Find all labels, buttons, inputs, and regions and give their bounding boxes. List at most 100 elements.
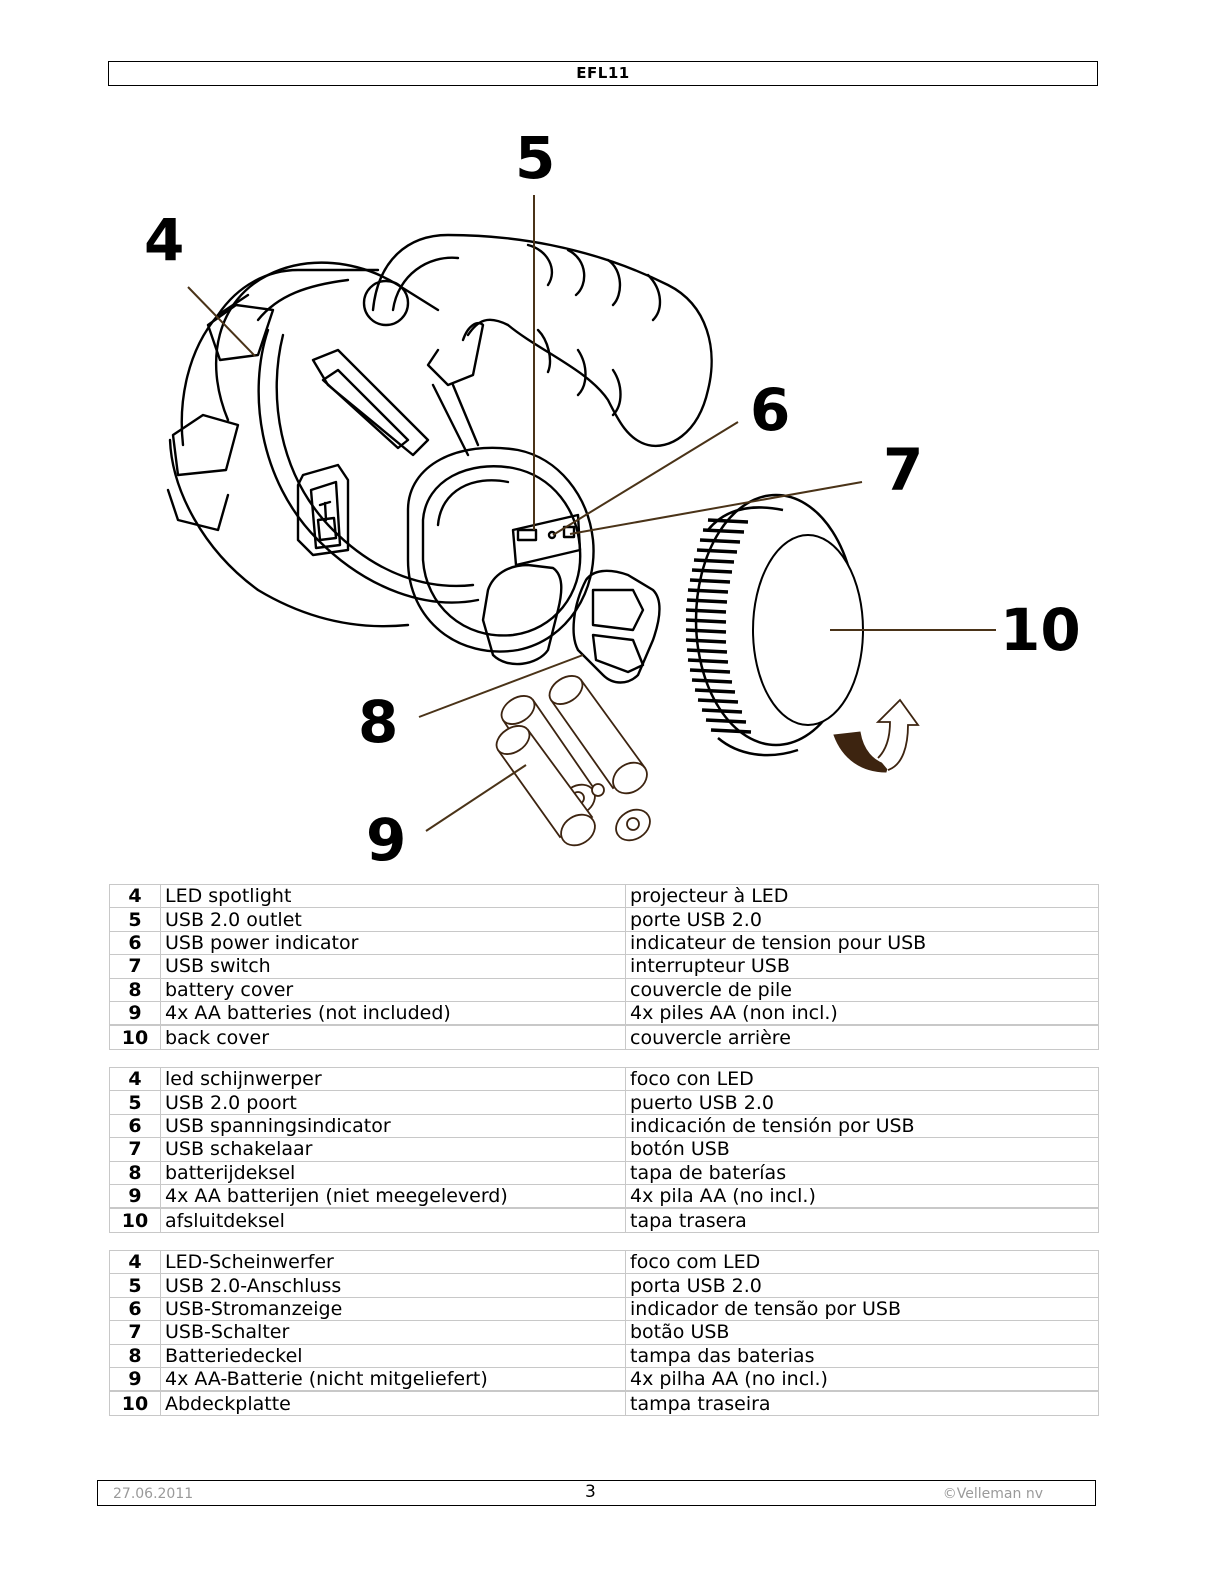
part-name-de: USB 2.0-Anschluss: [160, 1273, 626, 1298]
part-number: 7: [109, 954, 161, 979]
callout-8: 8: [358, 688, 398, 756]
part-name-fr: 4x piles AA (non incl.): [625, 1000, 1099, 1026]
part-number: 4: [109, 883, 161, 909]
product-diagram: 4 5 6 7 8 9 10: [108, 110, 1108, 880]
part-name-pt: porta USB 2.0: [625, 1273, 1099, 1298]
back-cover: [685, 493, 864, 757]
page-footer: 27.06.2011 3 ©Velleman nv: [97, 1480, 1096, 1506]
leader-lines: [187, 195, 996, 832]
callout-7: 7: [883, 436, 923, 504]
callout-5: 5: [515, 124, 555, 192]
part-number: 9: [109, 1183, 161, 1209]
part-name-en: 4x AA batteries (not included): [160, 1000, 626, 1026]
part-name-nl: batterijdeksel: [160, 1160, 626, 1185]
part-name-es: puerto USB 2.0: [625, 1090, 1099, 1115]
part-number: 6: [109, 1296, 161, 1322]
part-number: 10: [109, 1024, 161, 1050]
part-name-es: tapa de baterías: [625, 1160, 1099, 1185]
part-number: 10: [109, 1390, 161, 1416]
part-name-de: 4x AA-Batterie (nicht mitgeliefert): [160, 1366, 626, 1392]
callout-6: 6: [750, 376, 790, 444]
part-name-es: botón USB: [625, 1137, 1099, 1162]
part-name-nl: USB spanningsindicator: [160, 1113, 626, 1139]
callout-4: 4: [144, 206, 184, 274]
part-number: 9: [109, 1000, 161, 1026]
part-name-pt: foco com LED: [625, 1249, 1099, 1275]
part-name-fr: indicateur de tension pour USB: [625, 930, 1099, 956]
part-number: 5: [109, 1090, 161, 1115]
part-number: 4: [109, 1066, 161, 1092]
part-name-de: Abdeckplatte: [160, 1390, 626, 1416]
part-name-pt: tampa traseira: [625, 1390, 1099, 1416]
footer-date: 27.06.2011: [113, 1486, 194, 1502]
spotlight-body: [166, 233, 713, 684]
part-name-fr: couvercle de pile: [625, 977, 1099, 1002]
part-number: 6: [109, 930, 161, 956]
part-number: 8: [109, 1343, 161, 1368]
part-number: 8: [109, 1160, 161, 1185]
part-name-de: USB-Schalter: [160, 1320, 626, 1345]
rotate-arrow-icon: [833, 698, 920, 773]
part-name-en: back cover: [160, 1024, 626, 1050]
part-name-fr: interrupteur USB: [625, 954, 1099, 979]
part-name-nl: 4x AA batterijen (niet meegeleverd): [160, 1183, 626, 1209]
part-name-nl: afsluitdeksel: [160, 1207, 626, 1233]
callout-9: 9: [366, 806, 406, 874]
part-number: 10: [109, 1207, 161, 1233]
part-name-en: LED spotlight: [160, 883, 626, 909]
aa-batteries: [495, 675, 651, 847]
part-name-en: USB switch: [160, 954, 626, 979]
part-number: 5: [109, 1273, 161, 1298]
part-name-fr: projecteur à LED: [625, 883, 1099, 909]
part-name-pt: botão USB: [625, 1320, 1099, 1345]
part-number: 8: [109, 977, 161, 1002]
part-name-pt: indicador de tensão por USB: [625, 1296, 1099, 1322]
page-number: 3: [585, 1482, 596, 1502]
part-number: 7: [109, 1137, 161, 1162]
part-name-fr: porte USB 2.0: [625, 907, 1099, 932]
part-name-es: foco con LED: [625, 1066, 1099, 1092]
part-name-nl: USB schakelaar: [160, 1137, 626, 1162]
part-name-en: USB 2.0 outlet: [160, 907, 626, 932]
part-name-fr: couvercle arrière: [625, 1024, 1099, 1050]
product-illustration: 4 5 6 7 8 9 10: [144, 124, 1081, 874]
part-name-en: USB power indicator: [160, 930, 626, 956]
part-name-es: tapa trasera: [625, 1207, 1099, 1233]
part-name-es: 4x pila AA (no incl.): [625, 1183, 1099, 1209]
part-number: 5: [109, 907, 161, 932]
part-name-de: USB-Stromanzeige: [160, 1296, 626, 1322]
part-name-pt: tampa das baterias: [625, 1343, 1099, 1368]
part-name-nl: USB 2.0 poort: [160, 1090, 626, 1115]
part-name-de: LED-Scheinwerfer: [160, 1249, 626, 1275]
part-number: 4: [109, 1249, 161, 1275]
knurled-grip: [685, 518, 752, 734]
callout-10: 10: [1000, 596, 1081, 664]
page-header: EFL11: [108, 61, 1098, 86]
part-number: 6: [109, 1113, 161, 1139]
part-number: 7: [109, 1320, 161, 1345]
part-number: 9: [109, 1366, 161, 1392]
footer-copyright: ©Velleman nv: [942, 1486, 1043, 1502]
